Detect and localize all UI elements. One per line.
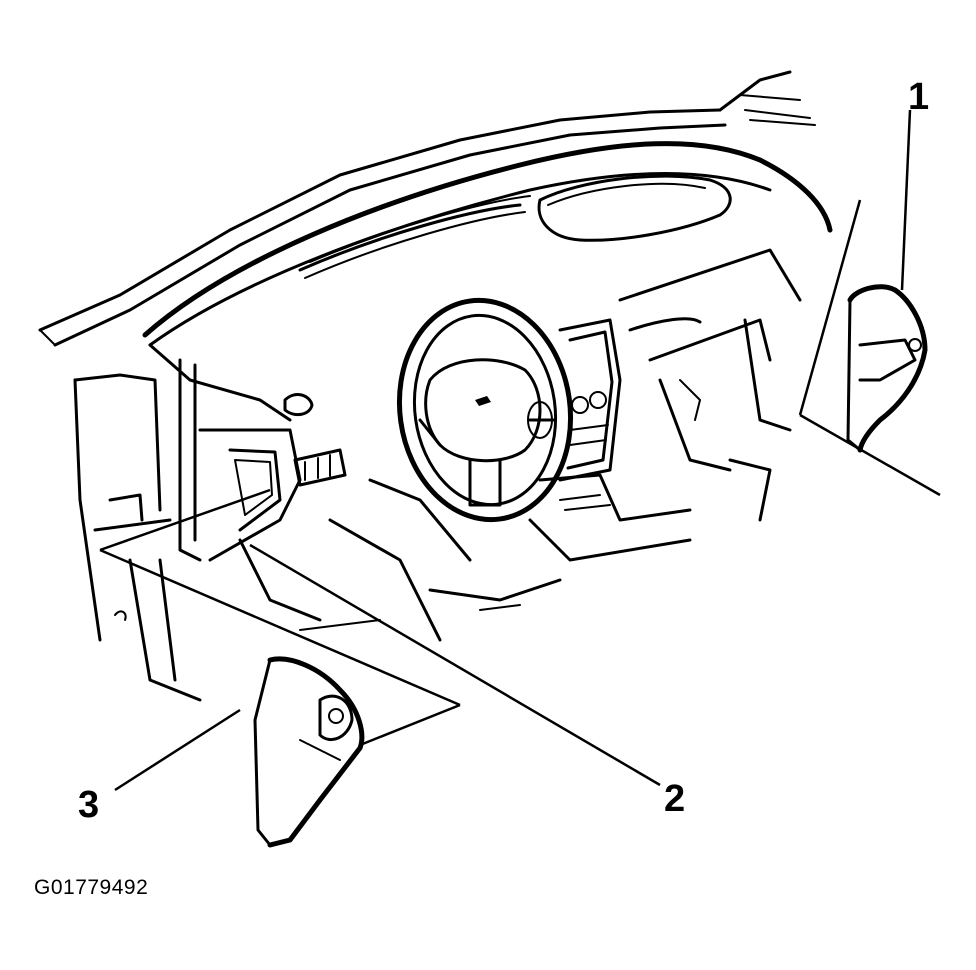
left-door-frame [73,373,202,702]
floor [238,458,772,642]
figure-id: G01779492 [34,876,149,899]
callout-number: 2 [664,778,686,820]
center-console [528,318,692,562]
dashboard-left-face [148,343,347,562]
dashboard-top [142,141,833,347]
callout-number: 1 [908,76,930,118]
passenger-dash [618,248,802,472]
callout-number: 3 [78,784,100,826]
callout-2-leader [99,488,661,787]
right-closeout-panel [798,109,941,497]
steering-wheel [396,297,574,523]
left-closeout-panel [114,656,461,848]
windshield-frame [38,70,816,347]
